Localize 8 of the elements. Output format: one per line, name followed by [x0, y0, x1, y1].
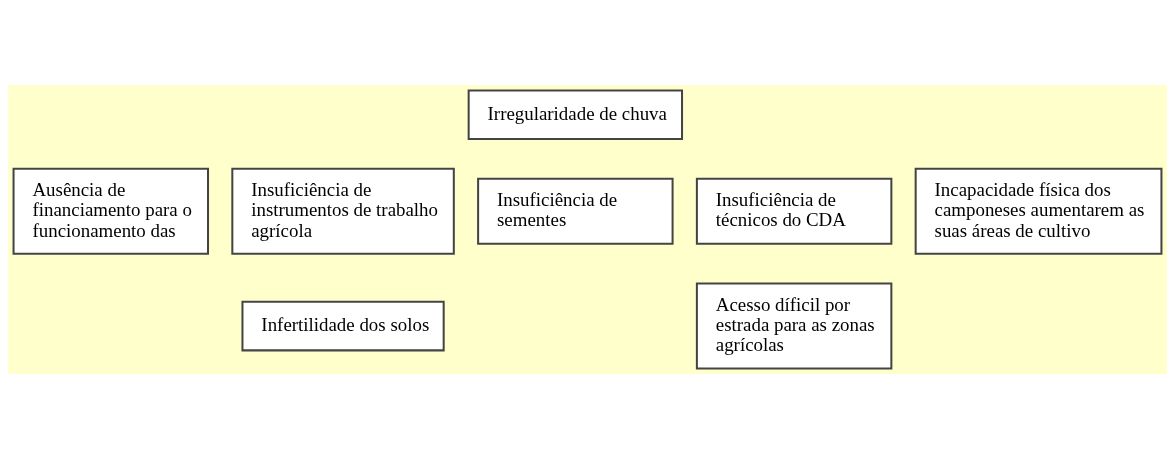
- node-box: Irregularidade de chuva: [467, 89, 684, 141]
- node-box: Incapacidade física dos camponeses aumentarem as suas áreas de cultivo: [914, 167, 1163, 255]
- node-box: Insuficiência de técnicos do CDA: [695, 177, 893, 245]
- node-box: Insuficiência de instrumentos de trabalho agrícola: [231, 167, 455, 255]
- node-box: Infertilidade dos solos: [241, 300, 445, 352]
- node-box: Acesso díficil por estrada para as zonas agrícolas: [695, 282, 893, 370]
- node-box: Ausência de financiamento para o funcionamento das: [12, 167, 210, 255]
- node-box: Insuficiência de sementes: [477, 177, 674, 245]
